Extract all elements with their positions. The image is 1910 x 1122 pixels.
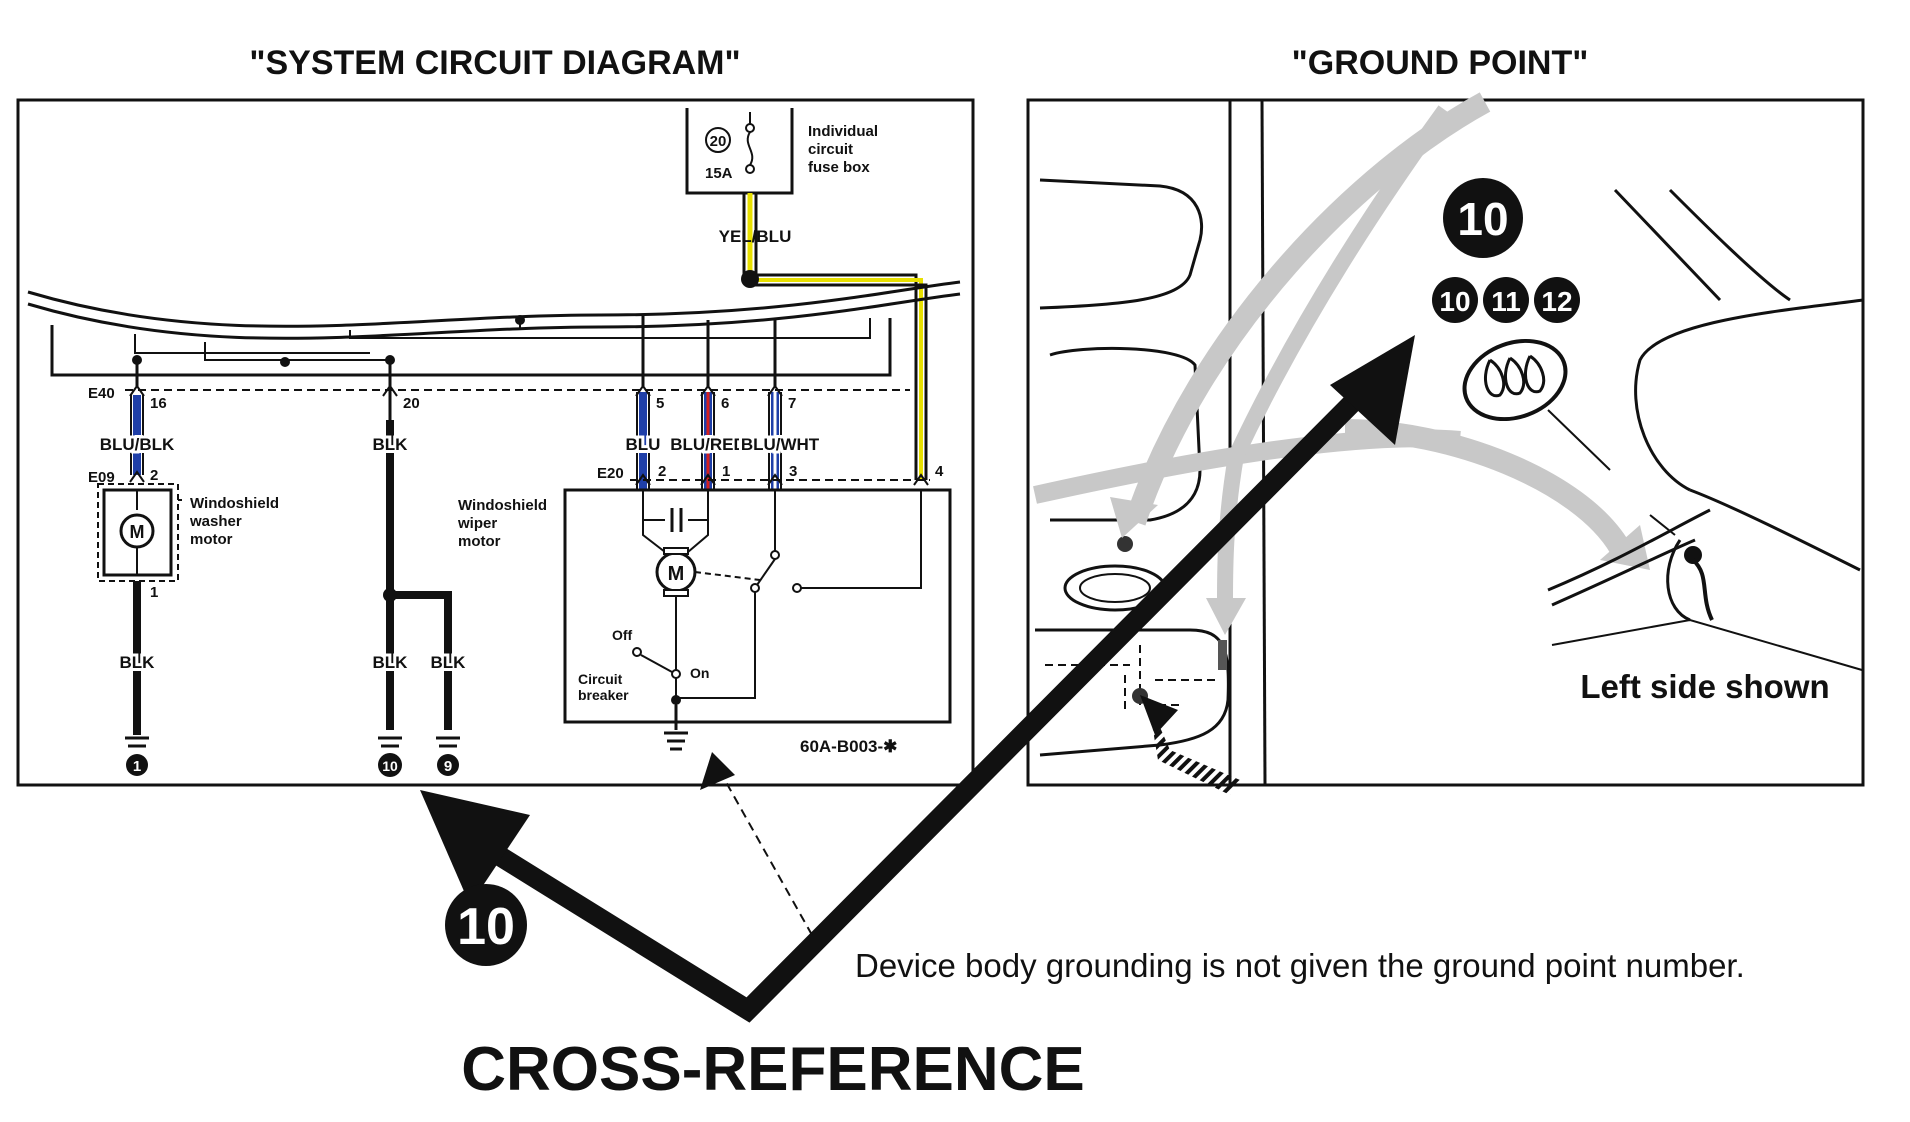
wire-label-blu: BLU (626, 435, 661, 454)
pin-7: 7 (788, 395, 796, 412)
fuse-number: 20 (710, 133, 727, 150)
title-ground-point: "GROUND POINT" (1292, 44, 1589, 82)
diagram-code: 60A-B003-✱ (800, 737, 897, 756)
wiper-label-line2: wiper (457, 515, 497, 532)
fuse-box: 20 15A Individual circuit fuse box (685, 108, 878, 195)
wire-label-blk-col3-lower: BLK (431, 653, 467, 672)
wiper-label-line3: motor (458, 533, 501, 550)
blk-split-wire (390, 591, 452, 730)
left-side-shown-note: Left side shown (1580, 668, 1829, 705)
pin-6: 6 (721, 395, 729, 412)
switch-on-label: On (690, 665, 709, 681)
washer-pin-1: 1 (150, 584, 158, 601)
wire-label-blu-red: BLU/RED (670, 435, 746, 454)
ground-point-number-11: 11 (1491, 286, 1521, 317)
e40-pin-markers (129, 384, 783, 397)
fuse-number-circle (705, 127, 731, 153)
ground-symbol-9: 9 (436, 736, 460, 776)
ground-number-9: 9 (444, 758, 452, 775)
washer-label-line2: washer (189, 513, 242, 530)
washer-motor-symbol: M (130, 522, 145, 542)
ground-symbol-10: 10 (378, 736, 402, 777)
e20-pin-2: 2 (658, 463, 666, 480)
ground-number-10: 10 (382, 758, 398, 774)
fuse-box-label-line1: Individual (808, 123, 878, 140)
connector-label-e40: E40 (88, 385, 115, 402)
connector-label-e09: E09 (88, 469, 115, 486)
ground-symbol-device-body (664, 731, 688, 751)
fuse-box-label-line3: fuse box (808, 159, 870, 176)
e20-pin-4: 4 (935, 463, 944, 480)
wire-label-blk-col2-lower: BLK (373, 653, 409, 672)
cross-reference-arrows (420, 335, 1415, 1023)
pin-16: 16 (150, 395, 167, 412)
e20-pin-1: 1 (722, 463, 730, 480)
yel-blu-junction (741, 270, 759, 288)
washer-label-line3: motor (190, 531, 233, 548)
wiper-motor-box: M Off On Circuit breaker 60A-B003-✱ (563, 488, 952, 756)
washer-pin-2: 2 (150, 467, 158, 484)
wiper-label-line1: Windoshield (458, 497, 547, 514)
cross-reference-label: CROSS-REFERENCE (461, 1035, 1085, 1104)
washer-motor: E09 2 M 1 Windoshield washer motor (88, 467, 279, 735)
yel-blu-wire (742, 193, 928, 480)
wire-label-blk-col2: BLK (373, 435, 409, 454)
wire-label-blk-col1-lower: BLK (120, 653, 156, 672)
ground-point-big-badge (1443, 178, 1523, 258)
ground-symbol-1: 1 (125, 736, 149, 776)
ground-number-1: 1 (133, 758, 141, 775)
wire-label-yel-blu: YEL/BLU (719, 227, 792, 246)
e20-pin-3: 3 (789, 463, 797, 480)
ground-point-panel: 10 10 11 12 Left side shown (1026, 92, 1865, 795)
ground-point-big-number: 10 (1457, 193, 1508, 245)
wiper-motor-symbol: M (668, 563, 685, 585)
pin-5: 5 (656, 395, 664, 412)
callout-number: 10 (457, 898, 515, 956)
breaker-label-line2: breaker (578, 687, 629, 703)
connector-label-e20: E20 (597, 465, 624, 482)
switch-off-label: Off (612, 627, 633, 643)
ground-point-number-10: 10 (1439, 286, 1470, 317)
device-body-grounding-note: Device body grounding is not given the g… (855, 947, 1745, 984)
title-system-circuit-diagram: "SYSTEM CIRCUIT DIAGRAM" (249, 44, 740, 82)
wire-label-blu-wht: BLU/WHT (741, 435, 820, 454)
pin-20: 20 (403, 395, 420, 412)
fuse-box-label-line2: circuit (808, 141, 853, 158)
wire-label-blu-blk: BLU/BLK (100, 435, 175, 454)
washer-label-line1: Windoshield (190, 495, 279, 512)
callout-badge (445, 884, 527, 966)
fuse-rating: 15A (705, 165, 733, 182)
ground-point-number-12: 12 (1541, 286, 1572, 317)
circuit-diagram-panel: 20 15A Individual circuit fuse box YEL/B… (16, 98, 975, 787)
wiring-harness (27, 280, 961, 377)
breaker-label-line1: Circuit (578, 671, 623, 687)
